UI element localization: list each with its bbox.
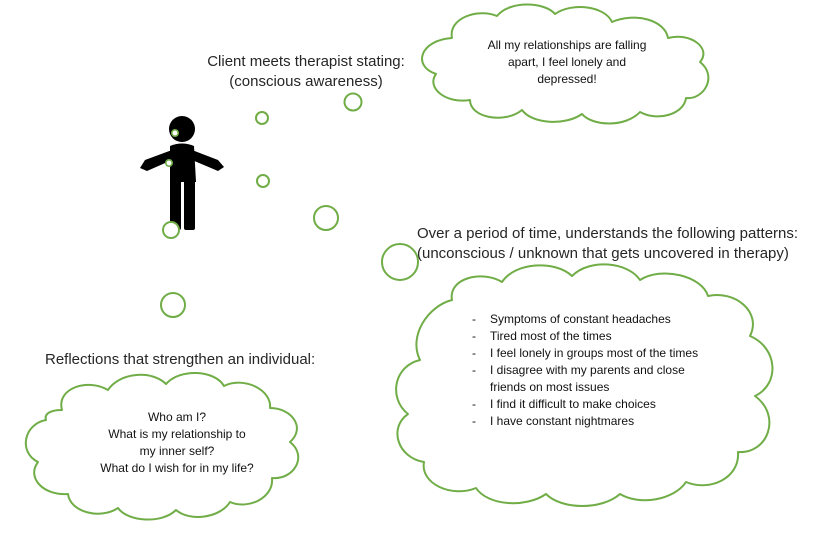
list-item: Tired most of the times (472, 328, 712, 345)
client-statement-caption: Client meets therapist stating: (conscio… (207, 53, 405, 90)
list-item: I disagree with my parents and close fri… (472, 362, 712, 396)
list-item: I have constant nightmares (472, 413, 712, 430)
patterns-caption: Over a period of time, understands the f… (417, 225, 799, 262)
thought-bubbles-right (256, 174, 419, 281)
client-statement-text: All my relationships are falling apart, … (487, 38, 647, 86)
thought-bubbles-top (255, 92, 363, 125)
list-item: I feel lonely in groups most of the time… (472, 345, 712, 362)
patterns-list: Symptoms of constant headaches Tired mos… (472, 311, 712, 430)
thought-bubbles-left (160, 221, 186, 318)
list-item: Symptoms of constant headaches (472, 311, 712, 328)
client-statement-cloud (421, 3, 710, 125)
reflections-caption: Reflections that strengthen an individua… (45, 351, 316, 368)
reflections-text: Who am I? What is my relationship to my … (100, 410, 254, 475)
person-icon (140, 116, 224, 230)
reflections-cloud (24, 371, 300, 521)
list-item: I find it difficult to make choices (472, 396, 712, 413)
